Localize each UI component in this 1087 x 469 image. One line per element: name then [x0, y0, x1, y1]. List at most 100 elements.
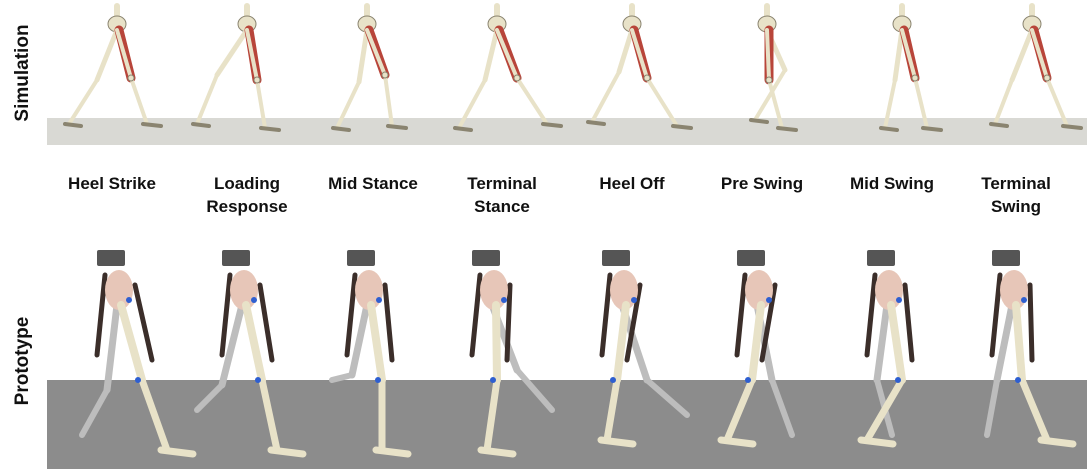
proto-marker	[631, 297, 637, 303]
phase-label-mid-swing: Mid Swing	[827, 172, 957, 195]
proto-actuator	[260, 285, 272, 360]
proto-femur	[752, 305, 761, 380]
proto-marker	[126, 297, 132, 303]
proto-femur	[246, 305, 262, 380]
sim-foot-front	[778, 128, 796, 130]
sim-skeleton-4	[588, 6, 691, 128]
proto-cable-strut	[602, 275, 610, 355]
proto-cable-strut	[222, 275, 230, 355]
proto-cable-strut	[472, 275, 480, 355]
sim-femur-back	[97, 30, 117, 80]
proto-actuator	[385, 285, 392, 360]
proto-hip-mount	[737, 250, 765, 266]
proto-marker	[896, 297, 902, 303]
proto-foot	[721, 440, 753, 444]
sim-foot-back	[455, 128, 471, 130]
sim-knee	[514, 75, 520, 81]
sim-knee	[382, 72, 388, 78]
sim-tibia-front	[517, 78, 547, 124]
sim-foot-back	[588, 122, 604, 124]
proto-cable-strut	[97, 275, 105, 355]
phase-label-pre-swing: Pre Swing	[697, 172, 827, 195]
phase-label-terminal-swing: Terminal Swing	[951, 172, 1081, 218]
sim-femur-front	[767, 30, 769, 80]
proto-marker	[895, 377, 901, 383]
proto-cable-strut	[867, 275, 875, 355]
proto-marker	[1021, 297, 1027, 303]
phase-label-mid-stance: Mid Stance	[308, 172, 438, 195]
proto-foot	[861, 440, 893, 444]
proto-femur	[1016, 305, 1022, 380]
proto-hip-mount	[347, 250, 375, 266]
proto-femur	[121, 305, 142, 380]
proto-cable-strut	[737, 275, 745, 355]
proto-back-thigh	[877, 305, 887, 380]
proto-actuator	[135, 285, 152, 360]
proto-marker	[610, 377, 616, 383]
sim-foot-back	[193, 124, 209, 126]
sim-knee	[254, 77, 260, 83]
sim-tibia-back	[69, 80, 97, 124]
sim-foot-back	[881, 128, 897, 130]
proto-marker	[490, 377, 496, 383]
sim-skeleton-3	[455, 6, 561, 130]
proto-femur	[496, 305, 497, 380]
prototype-row-label: Prototype	[12, 291, 34, 431]
proto-foot	[601, 440, 633, 444]
proto-back-thigh	[997, 305, 1012, 380]
proto-actuator	[1030, 285, 1032, 360]
sim-tibia-back	[995, 80, 1012, 124]
sim-knee	[644, 75, 650, 81]
sim-femur-back	[217, 30, 247, 75]
sim-tibia-back	[197, 75, 217, 124]
proto-cable-strut	[347, 275, 355, 355]
proto-marker	[375, 377, 381, 383]
proto-marker	[135, 377, 141, 383]
proto-marker	[376, 297, 382, 303]
proto-hip-mount	[992, 250, 1020, 266]
sim-foot-front	[673, 126, 691, 128]
proto-marker	[501, 297, 507, 303]
proto-foot	[481, 450, 513, 454]
proto-marker	[1015, 377, 1021, 383]
proto-marker	[255, 377, 261, 383]
proto-hip-mount	[472, 250, 500, 266]
sim-skeleton-0	[65, 6, 161, 126]
prototype-strip	[47, 240, 1087, 469]
proto-actuator	[905, 285, 912, 360]
proto-femur	[617, 305, 626, 380]
sim-femur-back	[359, 30, 367, 82]
sim-femur-back	[1012, 30, 1032, 80]
sim-foot-back	[991, 124, 1007, 126]
proto-back-thigh	[107, 305, 117, 390]
proto-foot	[376, 450, 408, 454]
sim-foot-front	[1063, 126, 1081, 128]
sim-knee	[912, 75, 918, 81]
sim-femur-back	[895, 30, 902, 80]
sim-foot-front	[261, 128, 279, 130]
proto-foot	[1041, 440, 1073, 444]
proto-marker	[766, 297, 772, 303]
proto-hip-mount	[602, 250, 630, 266]
proto-actuator	[507, 285, 510, 360]
sim-tibia-front	[131, 78, 147, 124]
sim-femur-back	[485, 30, 497, 80]
proto-hip-mount	[222, 250, 250, 266]
proto-back-shank	[332, 375, 352, 380]
proto-hip-mount	[867, 250, 895, 266]
sim-femur-front	[497, 30, 517, 78]
sim-skeleton-6	[881, 6, 941, 130]
sim-foot-front	[543, 124, 561, 126]
proto-marker	[745, 377, 751, 383]
phase-label-heel-strike: Heel Strike	[47, 172, 177, 195]
proto-hip-mount	[97, 250, 125, 266]
sim-knee	[1044, 75, 1050, 81]
sim-knee	[128, 75, 134, 81]
proto-femur	[891, 305, 902, 380]
sim-skeleton-7	[991, 6, 1081, 128]
sim-foot-back	[751, 120, 767, 122]
proto-cable-strut	[992, 275, 1000, 355]
sim-foot-back	[333, 128, 349, 130]
proto-femur	[371, 305, 382, 380]
